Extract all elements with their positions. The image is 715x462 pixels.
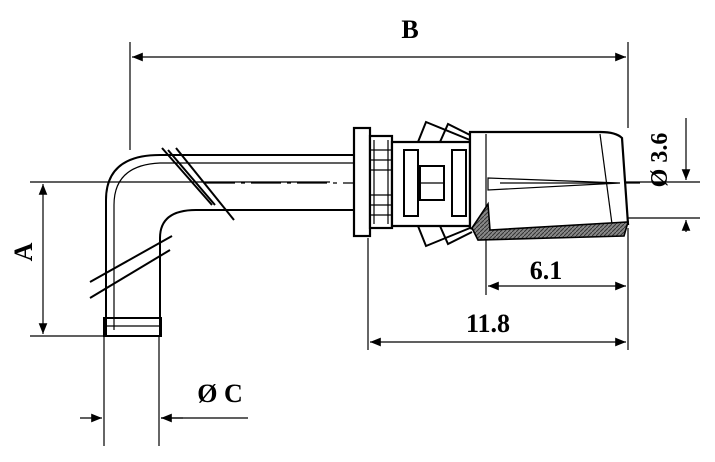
dimension-c: Ø C (80, 336, 248, 446)
elbow-tube (89, 147, 356, 337)
dimension-diameter-3-6-label: Ø 3.6 (647, 133, 673, 188)
dimension-6-1-label: 6.1 (530, 256, 563, 285)
dimension-b: B (129, 15, 629, 150)
dimension-b-label: B (401, 15, 418, 44)
hatched-contact-edge (471, 201, 630, 241)
connector-body (352, 120, 630, 248)
dimension-a: A (9, 181, 330, 337)
dimension-a-label: A (9, 242, 38, 261)
dimension-11-8: 11.8 (367, 228, 629, 350)
dimension-c-label: Ø C (197, 379, 243, 408)
dimension-11-8-label: 11.8 (466, 309, 510, 338)
grip-ridges (370, 149, 392, 216)
